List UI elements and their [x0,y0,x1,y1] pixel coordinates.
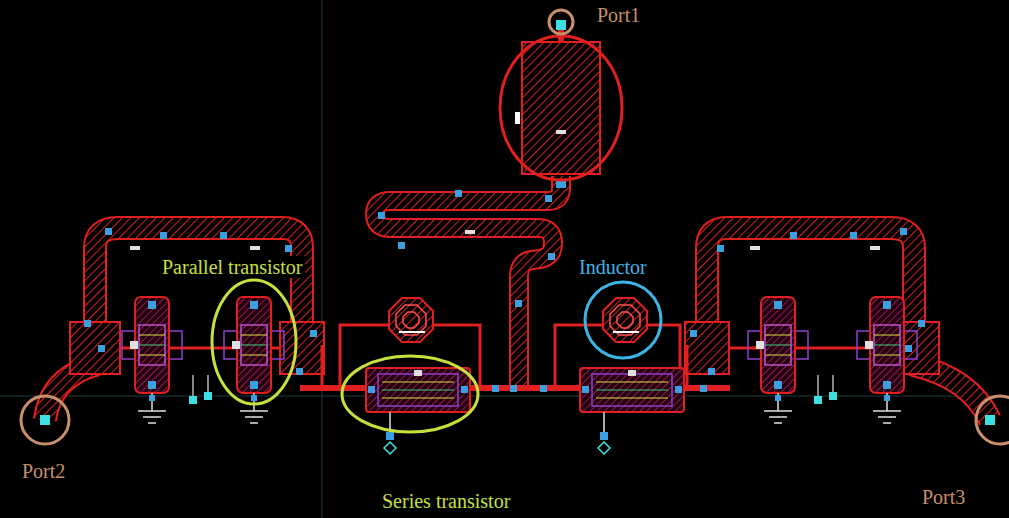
port-label: Port1 [595,4,642,26]
callout-label: Parallel transistor [160,256,305,278]
callout-label: Series transistor [380,490,512,512]
port-label: Port2 [20,460,67,482]
callout-label: Inductor [577,256,649,278]
port-label: Port3 [920,486,967,508]
